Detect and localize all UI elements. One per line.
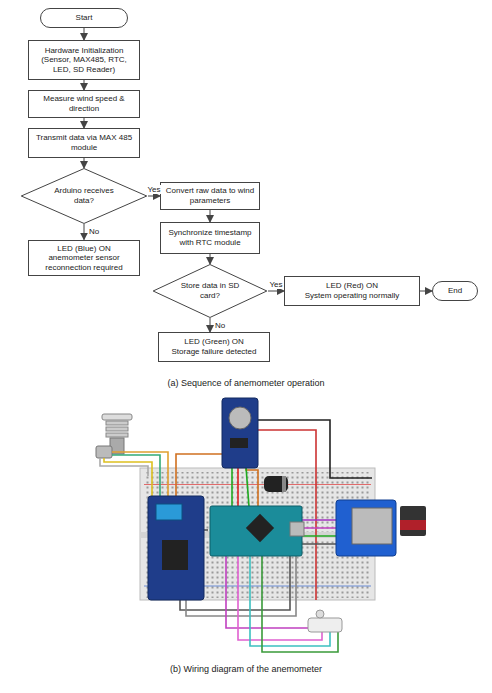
flow-arrow	[268, 291, 284, 292]
flow-arrow	[420, 291, 432, 292]
capacitor-body	[264, 476, 288, 492]
wire	[300, 519, 336, 521]
max485-module	[148, 496, 204, 600]
module-board	[148, 496, 204, 600]
node-text: Transmit data via MAX 485 module	[33, 133, 135, 152]
nano-board	[210, 506, 302, 556]
arduino-nano	[210, 506, 304, 556]
mcu-chip	[246, 514, 274, 542]
diamond-shape	[153, 265, 267, 318]
terminal-block	[156, 504, 182, 520]
rtc-module	[222, 398, 258, 468]
wire	[255, 420, 372, 478]
wire	[300, 527, 336, 529]
node-text: LED (Blue) ON	[57, 244, 110, 254]
node-text: Synchronize timestamp with RTC module	[165, 228, 255, 247]
node-text: LED (Red) ON	[326, 281, 378, 291]
sd-slot	[352, 508, 392, 544]
wire	[100, 458, 148, 476]
wire	[262, 556, 338, 652]
decision-diamond: Store data in SD card?	[152, 264, 268, 318]
decision-diamond: Arduino receives data?	[20, 168, 148, 224]
node-text: Storage failure detected	[172, 347, 257, 357]
terminal-box: End	[432, 281, 478, 301]
node-text: Store data in SD card?	[174, 281, 246, 300]
figure-caption: (b) Wiring diagram of the anemometer	[170, 664, 322, 674]
coin-battery	[229, 407, 251, 429]
sd-card-module	[336, 500, 426, 556]
edge-label: No	[214, 321, 226, 330]
wire	[104, 458, 152, 505]
process-box: Convert raw data to wind parameters	[160, 182, 260, 210]
wire	[300, 543, 336, 545]
process-box: Hardware Initialization (Sensor, MAX485,…	[28, 40, 140, 80]
process-box: Transmit data via MAX 485 module	[28, 128, 140, 158]
flow-arrow	[210, 254, 211, 264]
sensor-connector	[96, 446, 112, 458]
node-text: Measure wind speed & direction	[33, 94, 135, 113]
flow-arrow	[84, 118, 85, 128]
rtc-chip	[230, 438, 248, 448]
edge-label: Yes	[268, 280, 283, 289]
led	[308, 610, 342, 632]
flow-arrow	[148, 196, 160, 197]
process-box: Synchronize timestamp with RTC module	[160, 222, 260, 254]
sensor-fin	[106, 433, 128, 437]
node-text: End	[448, 286, 462, 296]
flow-arrow	[84, 28, 85, 40]
node-text: System operating normally	[305, 291, 400, 301]
figure-caption: (a) Sequence of anemometer operation	[167, 378, 324, 388]
edge-label: No	[88, 227, 100, 236]
sensor-fin	[106, 421, 128, 425]
led-dome	[316, 610, 324, 618]
rtc-board	[222, 398, 258, 468]
edge-label: Yes	[146, 185, 161, 194]
process-box: Measure wind speed & direction	[28, 90, 140, 118]
wire	[300, 535, 336, 537]
sensor-fin	[106, 427, 128, 431]
node-text: Arduino receives data?	[44, 186, 123, 205]
led-body	[308, 618, 342, 632]
node-text: LED (Green) ON	[184, 337, 244, 347]
flow-arrow	[84, 80, 85, 90]
flow-arrow	[210, 210, 211, 222]
usb-port	[290, 522, 304, 536]
flow-arrow	[210, 318, 211, 332]
sd-board	[336, 500, 396, 556]
micro-sd-card	[400, 506, 426, 536]
process-box: LED (Blue) ONanemometer sensor reconnect…	[28, 240, 140, 277]
diamond-shape	[21, 169, 146, 224]
process-box: LED (Red) ONSystem operating normally	[284, 276, 420, 306]
process-box: LED (Green) ONStorage failure detected	[158, 332, 270, 362]
flow-arrow	[84, 158, 85, 168]
terminal-box: Start	[40, 8, 128, 28]
sd-card-label	[400, 520, 426, 530]
node-text: Start	[76, 13, 93, 23]
chip	[162, 540, 188, 570]
node-text: Hardware Initialization (Sensor, MAX485,…	[33, 46, 135, 75]
capacitor-stripe	[282, 476, 286, 492]
sensor-cap	[102, 414, 132, 420]
capacitor	[264, 476, 288, 492]
flow-arrow	[84, 224, 85, 240]
node-text: anemometer sensor reconnection required	[33, 253, 135, 272]
node-text: Convert raw data to wind parameters	[165, 186, 255, 205]
